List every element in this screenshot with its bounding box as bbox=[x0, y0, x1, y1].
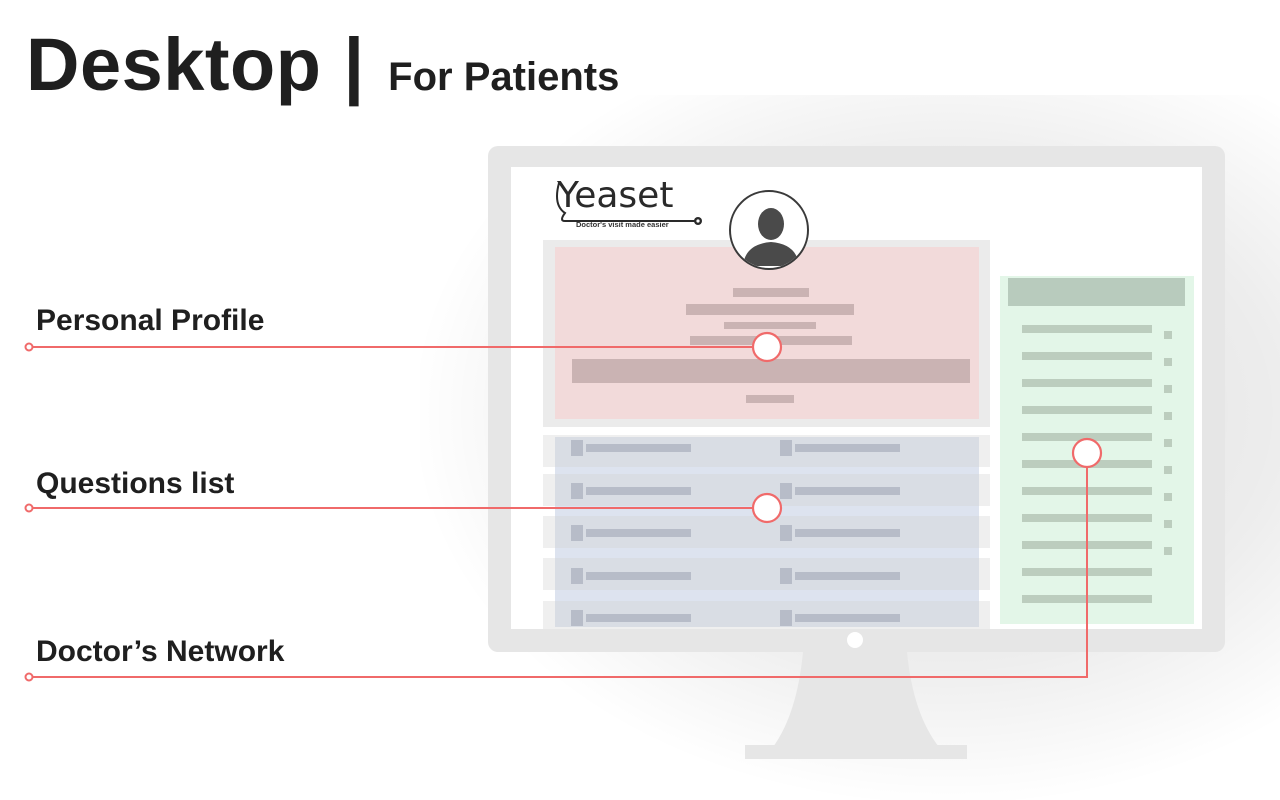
question-text-line bbox=[586, 444, 691, 452]
callout-marker-network bbox=[1071, 437, 1103, 469]
question-checkbox bbox=[571, 440, 583, 456]
callout-start-dot bbox=[24, 672, 34, 682]
network-item-dot bbox=[1164, 547, 1172, 555]
yeaset-logo: Yeaset Doctor's visit made easier bbox=[551, 175, 706, 232]
network-item-dot bbox=[1164, 439, 1172, 447]
title-separator: | bbox=[343, 23, 365, 106]
question-checkbox bbox=[571, 525, 583, 541]
network-item-dot bbox=[1164, 520, 1172, 528]
monitor-power-button bbox=[847, 632, 863, 648]
question-text-line bbox=[795, 444, 900, 452]
question-checkbox bbox=[780, 483, 792, 499]
callout-line-network bbox=[33, 468, 1088, 678]
profile-wide-bar bbox=[572, 359, 970, 383]
network-item-dot bbox=[1164, 385, 1172, 393]
profile-avatar bbox=[729, 190, 809, 270]
logo-stethoscope-icon bbox=[556, 182, 702, 225]
network-item-line bbox=[1022, 325, 1152, 333]
question-checkbox bbox=[780, 610, 792, 626]
question-checkbox bbox=[571, 483, 583, 499]
network-item-line bbox=[1022, 379, 1152, 387]
title-subtitle: For Patients bbox=[388, 55, 620, 99]
network-item-dot bbox=[1164, 412, 1172, 420]
title-main: Desktop bbox=[26, 23, 322, 106]
page-title: Desktop | For Patients bbox=[26, 22, 619, 118]
network-item-dot bbox=[1164, 493, 1172, 501]
profile-info-bar bbox=[724, 322, 816, 329]
question-checkbox bbox=[780, 568, 792, 584]
callout-label-profile: Personal Profile bbox=[36, 304, 265, 337]
question-text-line bbox=[586, 487, 691, 495]
logo-tagline: Doctor's visit made easier bbox=[576, 220, 669, 229]
network-item-line bbox=[1022, 406, 1152, 414]
question-text-line bbox=[795, 572, 900, 580]
network-item-dot bbox=[1164, 466, 1172, 474]
callout-marker-questions bbox=[751, 492, 783, 524]
callout-label-network: Doctor’s Network bbox=[36, 635, 285, 668]
network-item-line bbox=[1022, 433, 1152, 441]
callout-start-dot bbox=[24, 342, 34, 352]
question-text-line bbox=[586, 614, 691, 622]
question-text-line bbox=[586, 572, 691, 580]
logo-wordmark: Yeaset bbox=[557, 175, 674, 216]
monitor-stand bbox=[745, 652, 967, 759]
question-text-line bbox=[795, 614, 900, 622]
question-checkbox bbox=[780, 440, 792, 456]
profile-footer-bar bbox=[746, 395, 794, 403]
question-text-line bbox=[586, 529, 691, 537]
profile-name-bar bbox=[733, 288, 809, 297]
network-header-bar bbox=[1008, 278, 1185, 306]
question-text-line bbox=[795, 487, 900, 495]
question-text-line bbox=[795, 529, 900, 537]
callout-marker-profile bbox=[751, 331, 783, 363]
question-checkbox bbox=[571, 610, 583, 626]
question-checkbox bbox=[571, 568, 583, 584]
profile-info-bar bbox=[686, 304, 854, 315]
network-item-line bbox=[1022, 352, 1152, 360]
callout-label-questions: Questions list bbox=[36, 467, 235, 500]
question-checkbox bbox=[780, 525, 792, 541]
network-item-dot bbox=[1164, 358, 1172, 366]
avatar-icon bbox=[743, 208, 799, 266]
callout-start-dot bbox=[24, 503, 34, 513]
network-item-dot bbox=[1164, 331, 1172, 339]
